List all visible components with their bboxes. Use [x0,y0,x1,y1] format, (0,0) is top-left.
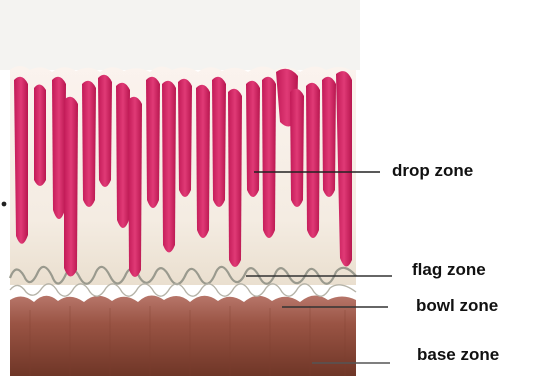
base-zone-label: base zone [417,346,499,363]
drop-zone-label: drop zone [392,162,473,179]
flag-zone-outline-inner [10,284,356,296]
bowl-zone-label: bowl zone [416,297,498,314]
background-top [0,0,360,70]
left-edge-dot-icon [2,202,7,207]
flag-zone-label: flag zone [412,261,486,278]
